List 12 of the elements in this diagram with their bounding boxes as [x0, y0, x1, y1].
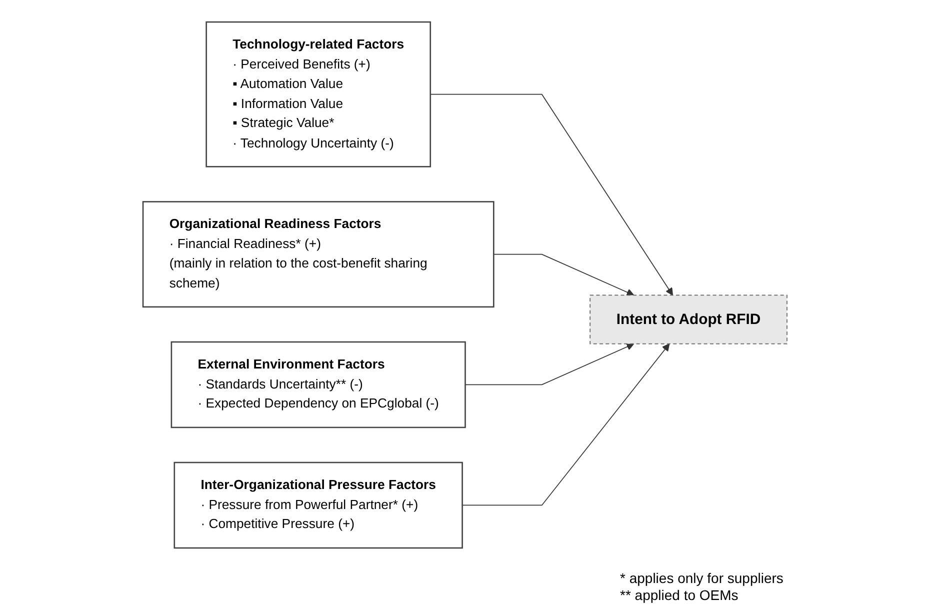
arrow: [464, 342, 634, 385]
node-box: [142, 200, 494, 308]
arrow: [462, 342, 670, 506]
footnote: * applies only for suppliers: [620, 570, 784, 586]
arrow: [430, 93, 674, 296]
node-box: [590, 294, 788, 344]
node-box: [170, 340, 466, 428]
footnote: ** applied to OEMs: [620, 587, 738, 603]
node-box: [206, 20, 432, 167]
arrow: [493, 253, 634, 296]
flow-diagram: Technology-related Factors · Perceived Benefits (+) ▪ Automation Value ▪ Information Value ▪ Strategic Value* · Technology Uncertainty (-) Organizational Readiness Factors · Financial Readiness* (+) (mainly in relation to the cost-benefit sharing scheme) Intent to Adopt RFID External Environment Factors · Standards Uncertainty** (-) · Expected Dependency on EPCglobal (-) Inter-Organizational Pressure Factors · Pressure from Powerful Partner* (+) · Competitive Pressure (+): [136, 14, 794, 554]
node-box: [174, 461, 463, 548]
